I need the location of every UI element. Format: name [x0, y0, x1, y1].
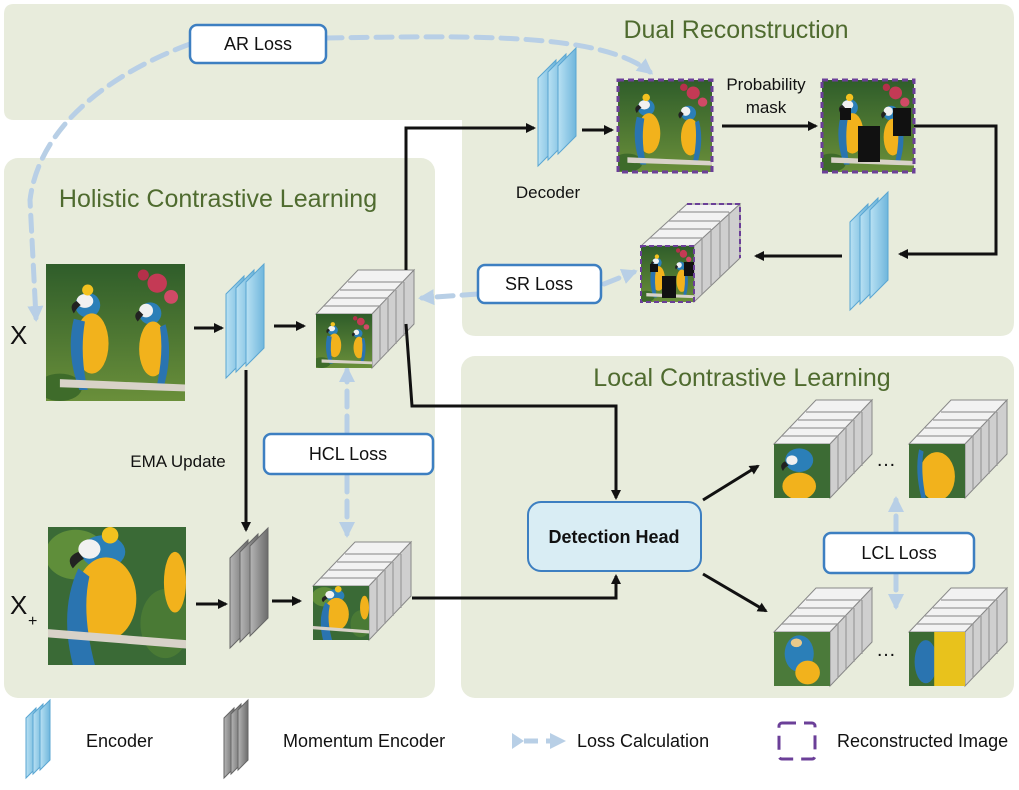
flow-arrows — [194, 121, 998, 613]
featureplus-to-detection-arrow — [412, 574, 621, 600]
ar-loss-label: AR Loss — [224, 34, 292, 54]
local-title: Local Contrastive Learning — [593, 364, 890, 392]
detection-head-label: Detection Head — [548, 527, 679, 547]
detection-to-top-arrow — [702, 464, 760, 502]
local-cube-bottom-left — [772, 586, 874, 688]
hcl-loss-box: HCL Loss — [262, 432, 435, 476]
input-image-xplus — [45, 527, 190, 665]
local-cube-top-right — [907, 398, 1009, 500]
encoder-main — [225, 262, 265, 380]
feature-cube-x — [314, 268, 416, 370]
local-cube-top-left — [772, 398, 874, 500]
feature-cube-xplus — [311, 540, 413, 642]
masked-to-lower-decoder-arrow — [898, 124, 998, 259]
legend-encoder-label: Encoder — [86, 731, 153, 751]
ar-loss-box: AR Loss — [188, 23, 328, 65]
feature-to-detection-arrow — [404, 323, 621, 500]
hcl-loss-label: HCL Loss — [309, 444, 387, 464]
dual-reconstruction-title: Dual Reconstruction — [623, 16, 848, 44]
legend-momentum-label: Momentum Encoder — [283, 731, 445, 751]
ellipsis-bottom: … — [876, 639, 896, 661]
sr-loss-to-recon-arrow — [601, 269, 638, 287]
ar-loss-to-recon-arrow — [323, 34, 654, 75]
input-image-x — [38, 264, 185, 401]
feature-to-decoder-arrow — [404, 123, 536, 270]
lcl-loss-label: LCL Loss — [861, 543, 936, 563]
detection-head: Detection Head — [527, 501, 702, 572]
sr-loss-label: SR Loss — [505, 274, 573, 294]
ema-update-label: EMA Update — [130, 452, 225, 471]
sr-loss-to-feature-arrow — [418, 289, 481, 306]
reconstructed-image — [616, 78, 714, 174]
legend-recon-label: Reconstructed Image — [837, 731, 1008, 751]
local-panel — [461, 356, 1014, 698]
masked-feature-cube — [639, 202, 742, 304]
legend-encoder-icon — [25, 698, 51, 780]
ellipsis-top: … — [876, 449, 896, 471]
detection-to-bottom-arrow — [702, 572, 768, 613]
decoder-lower — [849, 190, 889, 312]
masked-reconstructed-image — [820, 78, 916, 174]
legend: Encoder Momentum Encoder Loss Calculatio… — [25, 698, 1008, 780]
legend-momentum-icon — [223, 698, 249, 780]
local-cube-bottom-right — [907, 586, 1009, 688]
legend-loss-label: Loss Calculation — [577, 731, 709, 751]
input-xplus-subscript: + — [28, 613, 37, 630]
sr-loss-box: SR Loss — [476, 263, 603, 305]
lcl-loss-box: LCL Loss — [822, 531, 976, 575]
input-x-label: X — [10, 320, 27, 350]
decoder-label: Decoder — [516, 183, 581, 202]
probability-label: Probability — [726, 75, 806, 94]
ar-loss-to-x-arrow — [27, 41, 193, 322]
legend-loss-icon-tail — [512, 733, 524, 749]
decoder — [537, 46, 577, 168]
momentum-encoder-main — [229, 526, 269, 650]
holistic-title: Holistic Contrastive Learning — [59, 185, 377, 213]
input-xplus-label: X — [10, 590, 27, 620]
legend-recon-icon — [777, 721, 817, 761]
mask-label: mask — [746, 98, 787, 117]
loss-arrows — [27, 34, 904, 610]
